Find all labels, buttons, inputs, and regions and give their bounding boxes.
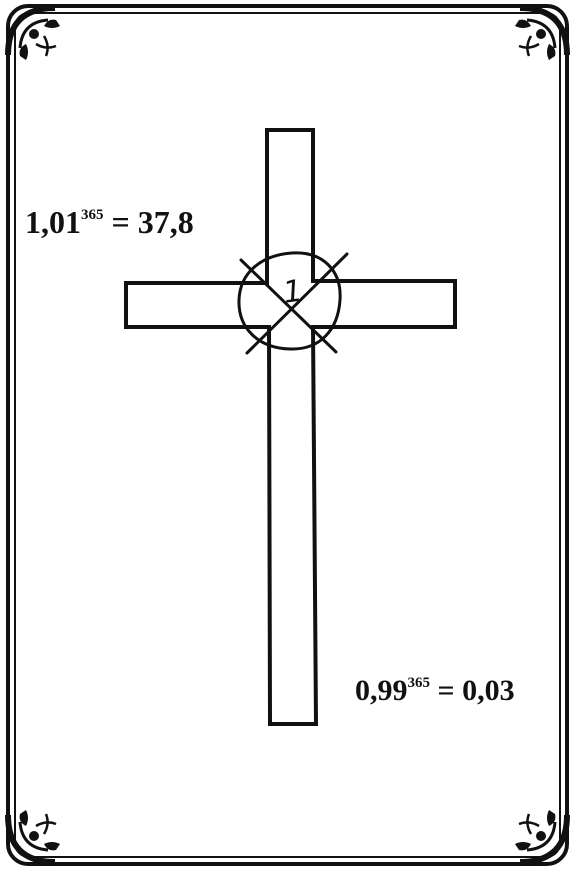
formula-decline-base: 0,99 — [355, 674, 408, 707]
corner-ornament-bottom-left — [5, 810, 60, 865]
cross-outline — [124, 128, 457, 726]
formula-growth-exponent: 365 — [81, 207, 104, 224]
formula-decline-result: = 0,03 — [430, 674, 515, 707]
x-mark-icon — [239, 252, 349, 355]
corner-ornament-top-left — [5, 5, 60, 60]
formula-decline-exponent: 365 — [407, 675, 431, 691]
center-number: 1 — [281, 273, 305, 310]
formula-decline: 0,99365 = 0,03 — [355, 676, 515, 706]
corner-ornament-top-right — [515, 5, 570, 60]
fleur-ornament-icon — [5, 810, 60, 865]
fleur-ornament-icon — [515, 5, 570, 60]
frame-outer-border — [6, 4, 569, 866]
fleur-ornament-icon — [5, 5, 60, 60]
corner-ornament-bottom-right — [515, 810, 570, 865]
center-circle — [237, 251, 342, 351]
formula-growth-base: 1,01 — [25, 204, 81, 240]
frame-inner-border — [14, 12, 561, 858]
decorative-frame — [6, 4, 569, 866]
formula-growth-result: = 37,8 — [103, 204, 194, 240]
fleur-ornament-icon — [515, 810, 570, 865]
formula-growth: 1,01365 = 37,8 — [25, 206, 194, 238]
